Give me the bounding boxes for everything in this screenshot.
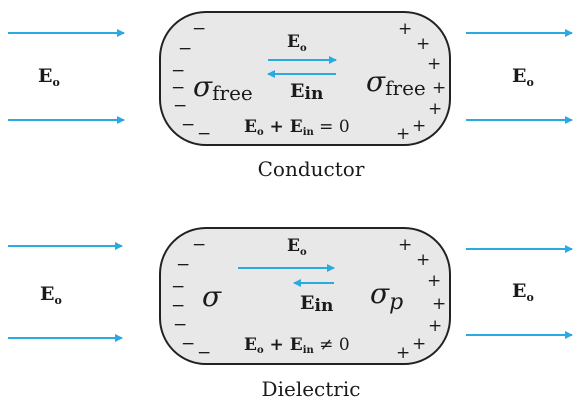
applied-field-label: Eo xyxy=(287,32,307,54)
svg-text:−: − xyxy=(176,255,190,275)
svg-text:−: − xyxy=(173,96,187,116)
induced-field-label: Ein xyxy=(300,292,333,316)
svg-text:−: − xyxy=(181,115,195,135)
external-field-label-right: Eo xyxy=(512,65,534,89)
dielectric-caption: Dielectric xyxy=(262,377,361,401)
svg-text:+: + xyxy=(396,124,410,144)
svg-text:+: + xyxy=(416,250,430,270)
svg-text:+: + xyxy=(427,54,441,74)
applied-field-label: Eo xyxy=(287,236,307,258)
svg-text:−: − xyxy=(171,61,185,81)
svg-text:+: + xyxy=(398,19,412,39)
svg-text:+: + xyxy=(396,343,410,363)
svg-text:−: − xyxy=(171,78,185,98)
svg-text:+: + xyxy=(427,271,441,291)
dielectric-panel: Eo Eo − − − − − − − + + + + + + + Eo Ein xyxy=(8,227,573,401)
conductor-caption: Conductor xyxy=(258,157,365,181)
conductor-panel: Eo Eo − − − − − − − + + + + + + + Eo Ein xyxy=(8,11,573,181)
right-surface-charge-density: σfree xyxy=(366,65,426,100)
svg-text:−: − xyxy=(171,277,185,297)
svg-text:−: − xyxy=(178,39,192,59)
svg-text:−: − xyxy=(192,235,206,255)
svg-text:+: + xyxy=(428,99,442,119)
svg-text:+: + xyxy=(412,334,426,354)
svg-text:−: − xyxy=(171,296,185,316)
field-equation: Eo + Ein = 0 xyxy=(244,117,350,138)
external-field-label-left: Eo xyxy=(40,283,62,307)
positive-surface-charges: + + + + + + + xyxy=(396,19,446,144)
svg-text:−: − xyxy=(181,334,195,354)
svg-text:−: − xyxy=(192,19,206,39)
negative-surface-charges: − − − − − − − xyxy=(171,235,211,363)
left-surface-charge-density: σ xyxy=(202,280,222,313)
svg-text:−: − xyxy=(173,315,187,335)
left-surface-charge-density: σfree xyxy=(193,70,253,105)
negative-surface-charges: − − − − − − − xyxy=(171,19,211,144)
induced-field-label: Ein xyxy=(290,80,323,104)
svg-text:−: − xyxy=(197,343,211,363)
svg-text:−: − xyxy=(197,124,211,144)
positive-surface-charges: + + + + + + + xyxy=(396,235,446,363)
svg-text:+: + xyxy=(398,235,412,255)
svg-text:+: + xyxy=(412,116,426,136)
dielectric-slab xyxy=(159,227,451,365)
external-field-label-left: Eo xyxy=(38,65,60,89)
svg-text:+: + xyxy=(428,316,442,336)
svg-text:+: + xyxy=(432,78,446,98)
svg-text:+: + xyxy=(432,294,446,314)
conductor-slab xyxy=(159,11,451,146)
svg-text:+: + xyxy=(416,34,430,54)
right-surface-charge-density: σp xyxy=(370,277,403,315)
external-field-label-right: Eo xyxy=(512,280,534,304)
field-equation: Eo + Ein ≠ 0 xyxy=(244,335,350,356)
